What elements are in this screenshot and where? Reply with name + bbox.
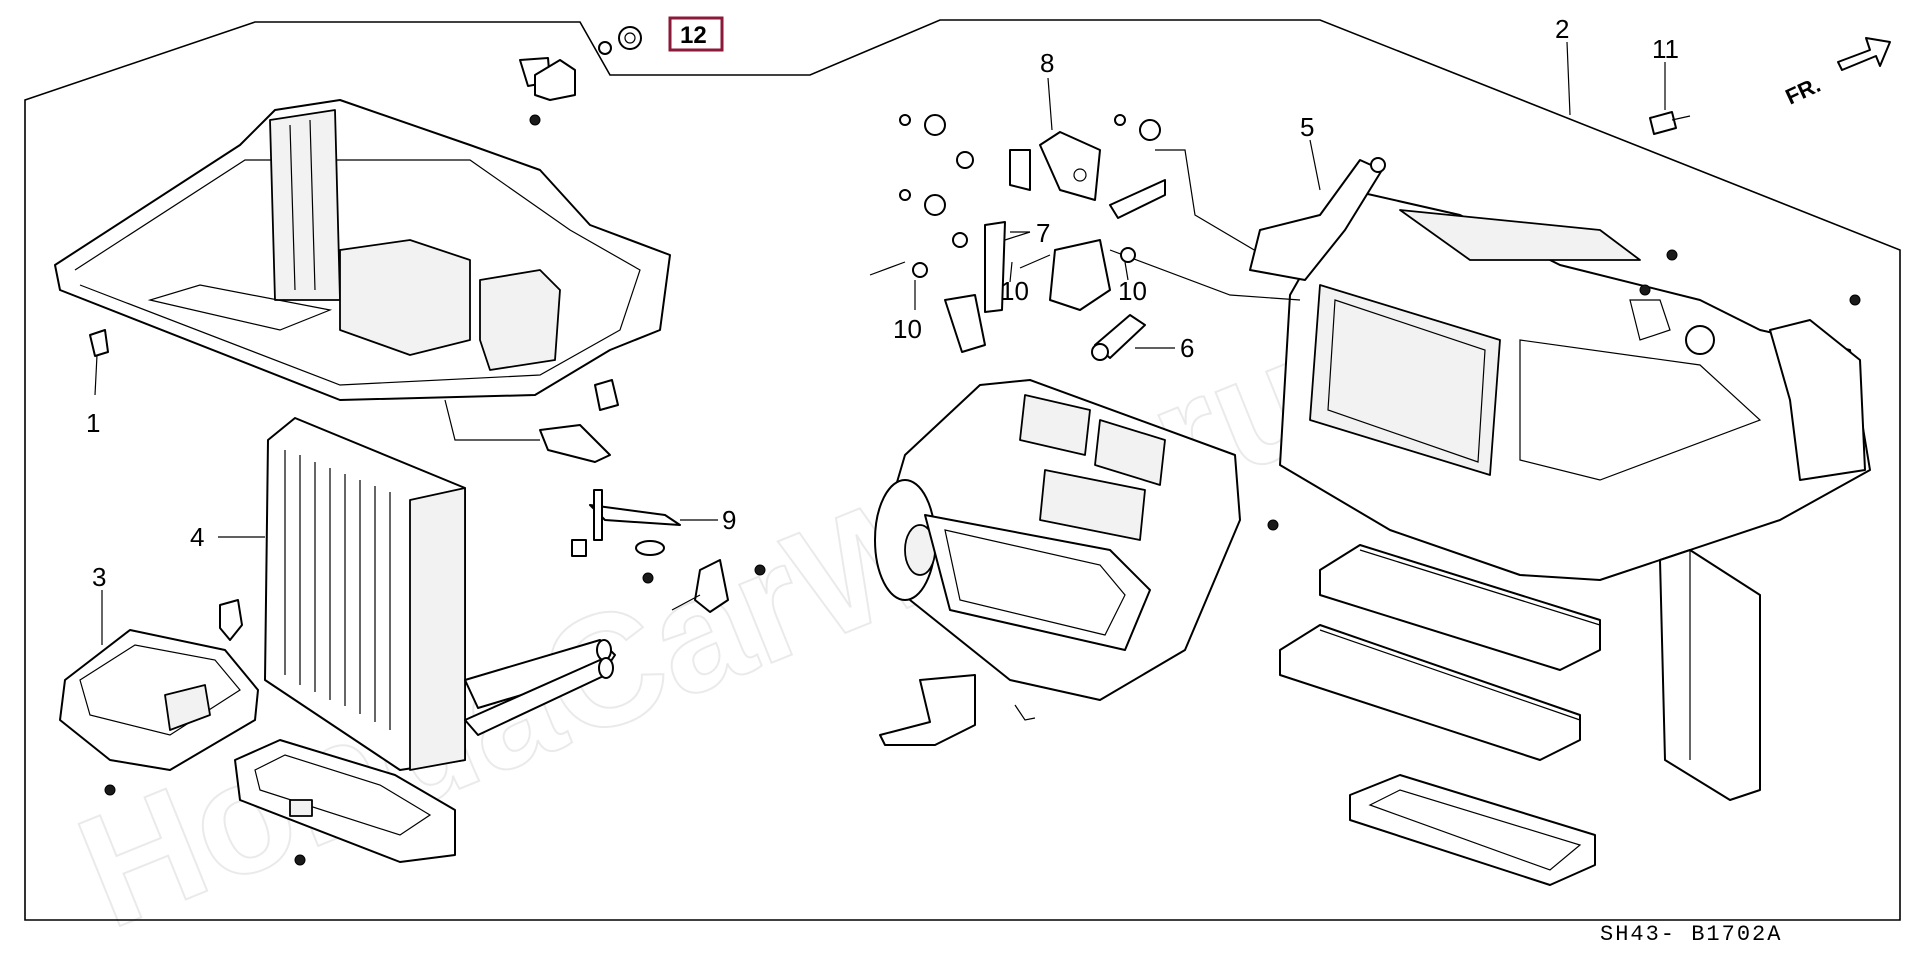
part-lever-plate — [539, 424, 611, 463]
callout-12[interactable]: 12 — [680, 22, 707, 49]
part-linkage-5[interactable] — [1249, 157, 1386, 281]
callout-1[interactable]: 1 — [86, 408, 100, 438]
callout-4[interactable]: 4 — [190, 522, 204, 552]
part-lever-plate-2 — [1049, 239, 1111, 311]
callout-10-left[interactable]: 10 — [1000, 276, 1029, 306]
front-label: FR. — [1782, 72, 1825, 110]
part-screw-11[interactable] — [1649, 111, 1691, 135]
part-cam-6[interactable] — [1091, 314, 1146, 361]
part-rod-7[interactable] — [984, 221, 1031, 313]
callout-7[interactable]: 7 — [1036, 218, 1050, 248]
callout-5[interactable]: 5 — [1300, 112, 1314, 142]
part-blower-duct[interactable] — [874, 379, 1241, 701]
part-core-cover[interactable] — [234, 739, 456, 863]
part-lever-small — [944, 294, 986, 353]
part-heater-core[interactable] — [264, 417, 616, 771]
front-direction-indicator: FR. — [1782, 37, 1891, 110]
part-filter-vertical[interactable] — [1659, 549, 1761, 801]
part-filter-b[interactable] — [1279, 624, 1581, 761]
part-heater-case-upper[interactable] — [54, 57, 671, 401]
callout-12-highlight — [668, 16, 724, 52]
callout-11[interactable]: 11 — [1652, 34, 1679, 64]
part-duct-lower[interactable] — [59, 629, 259, 771]
assembly-boundary — [24, 19, 1901, 921]
callout-10-right[interactable]: 10 — [1118, 276, 1147, 306]
callout-3[interactable]: 3 — [92, 562, 106, 592]
callout-6[interactable]: 6 — [1180, 333, 1194, 363]
part-filter-c[interactable] — [1349, 774, 1596, 886]
part-bracket-small — [534, 59, 576, 101]
part-12-grommet[interactable] — [618, 26, 642, 50]
part-bracket-9[interactable] — [571, 489, 681, 557]
part-stay-bracket — [879, 674, 976, 746]
callout-8[interactable]: 8 — [1040, 48, 1054, 78]
part-filter-a[interactable] — [1319, 544, 1601, 671]
part-heater-housing[interactable] — [1279, 189, 1871, 581]
callout-9[interactable]: 9 — [722, 505, 736, 535]
part-link-arm — [1109, 179, 1166, 219]
part-arm-8[interactable] — [1009, 131, 1101, 201]
clip-1 — [89, 329, 109, 357]
callout-2[interactable]: 2 — [1555, 14, 1569, 44]
callout-10-bottom[interactable]: 10 — [893, 314, 922, 344]
drawing-code: SH43- B1702A — [1600, 922, 1782, 947]
